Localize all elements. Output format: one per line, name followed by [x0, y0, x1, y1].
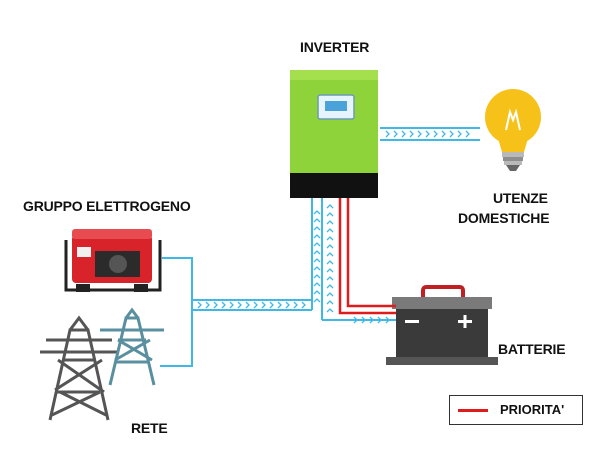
legend-label: PRIORITA' [500, 402, 565, 417]
flow-chevron [301, 301, 306, 309]
flow-chevron [326, 228, 334, 233]
flow-chevron [313, 290, 321, 295]
inverter-label: INVERTER [300, 39, 370, 55]
flow-chevron [326, 212, 334, 217]
priority-path [338, 198, 396, 315]
flow-chevron [285, 301, 290, 309]
flow-chevron [385, 316, 390, 324]
flow-chevron [197, 301, 202, 309]
flow-from-sources [160, 198, 396, 367]
flow-chevron [326, 220, 334, 225]
flow-chevron [326, 268, 334, 273]
flow-chevron [393, 130, 398, 138]
flow-chevron [425, 130, 430, 138]
flow-chevron [326, 252, 334, 257]
flow-chevron [465, 130, 470, 138]
legend-swatch [458, 409, 488, 412]
flow-chevron [326, 260, 334, 265]
loads-label-line1: UTENZE [493, 190, 548, 206]
flow-chevron [361, 316, 366, 324]
flow-chevron [326, 276, 334, 281]
flow-chevron [261, 301, 266, 309]
flow-chevron [433, 130, 438, 138]
flow-chevron [313, 218, 321, 223]
flow-chevron [213, 301, 218, 309]
flow-chevron [313, 298, 321, 303]
flow-chevron [313, 282, 321, 287]
lightbulb-icon [485, 89, 541, 171]
grid-label: RETE [131, 420, 168, 436]
batteries-label: BATTERIE [498, 341, 566, 357]
battery-icon [386, 285, 498, 365]
flow-chevron [313, 250, 321, 255]
flow-chevron [221, 301, 226, 309]
flow-chevron [326, 236, 334, 241]
flow-chevron [326, 284, 334, 289]
flow-to-loads [380, 127, 480, 141]
loads-label-line2: DOMESTICHE [458, 210, 550, 226]
generator-icon [64, 229, 162, 292]
power-tower-alt-icon [100, 307, 164, 386]
flow-chevron [326, 308, 334, 313]
flow-chevron [449, 130, 454, 138]
flow-chevron [313, 226, 321, 231]
flow-chevron [313, 234, 321, 239]
flow-chevron [326, 300, 334, 305]
power-tower-icon [40, 315, 118, 421]
flow-chevron [313, 242, 321, 247]
flow-chevron [313, 266, 321, 271]
generator-label: GRUPPO ELETTROGENO [23, 198, 191, 214]
flow-chevron [237, 301, 242, 309]
flow-chevron [205, 301, 210, 309]
flow-chevron [369, 316, 374, 324]
flow-chevron [313, 274, 321, 279]
flow-chevron [313, 258, 321, 263]
flow-chevron [313, 210, 321, 215]
flow-chevron [326, 244, 334, 249]
flow-chevron [245, 301, 250, 309]
inverter-icon [290, 70, 378, 198]
flow-chevron [253, 301, 258, 309]
flow-chevron [457, 130, 462, 138]
flow-chevron [441, 130, 446, 138]
flow-chevron [326, 204, 334, 209]
flow-chevron [385, 130, 390, 138]
flow-chevron [409, 130, 414, 138]
flow-chevron [269, 301, 274, 309]
flow-chevron [326, 292, 334, 297]
legend: PRIORITA' [449, 395, 583, 425]
flow-chevron [401, 130, 406, 138]
flow-chevron [229, 301, 234, 309]
flow-chevron [377, 316, 382, 324]
flow-chevron [417, 130, 422, 138]
flow-arrows [197, 130, 470, 324]
flow-chevron [277, 301, 282, 309]
flow-chevron [293, 301, 298, 309]
flow-chevron [353, 316, 358, 324]
